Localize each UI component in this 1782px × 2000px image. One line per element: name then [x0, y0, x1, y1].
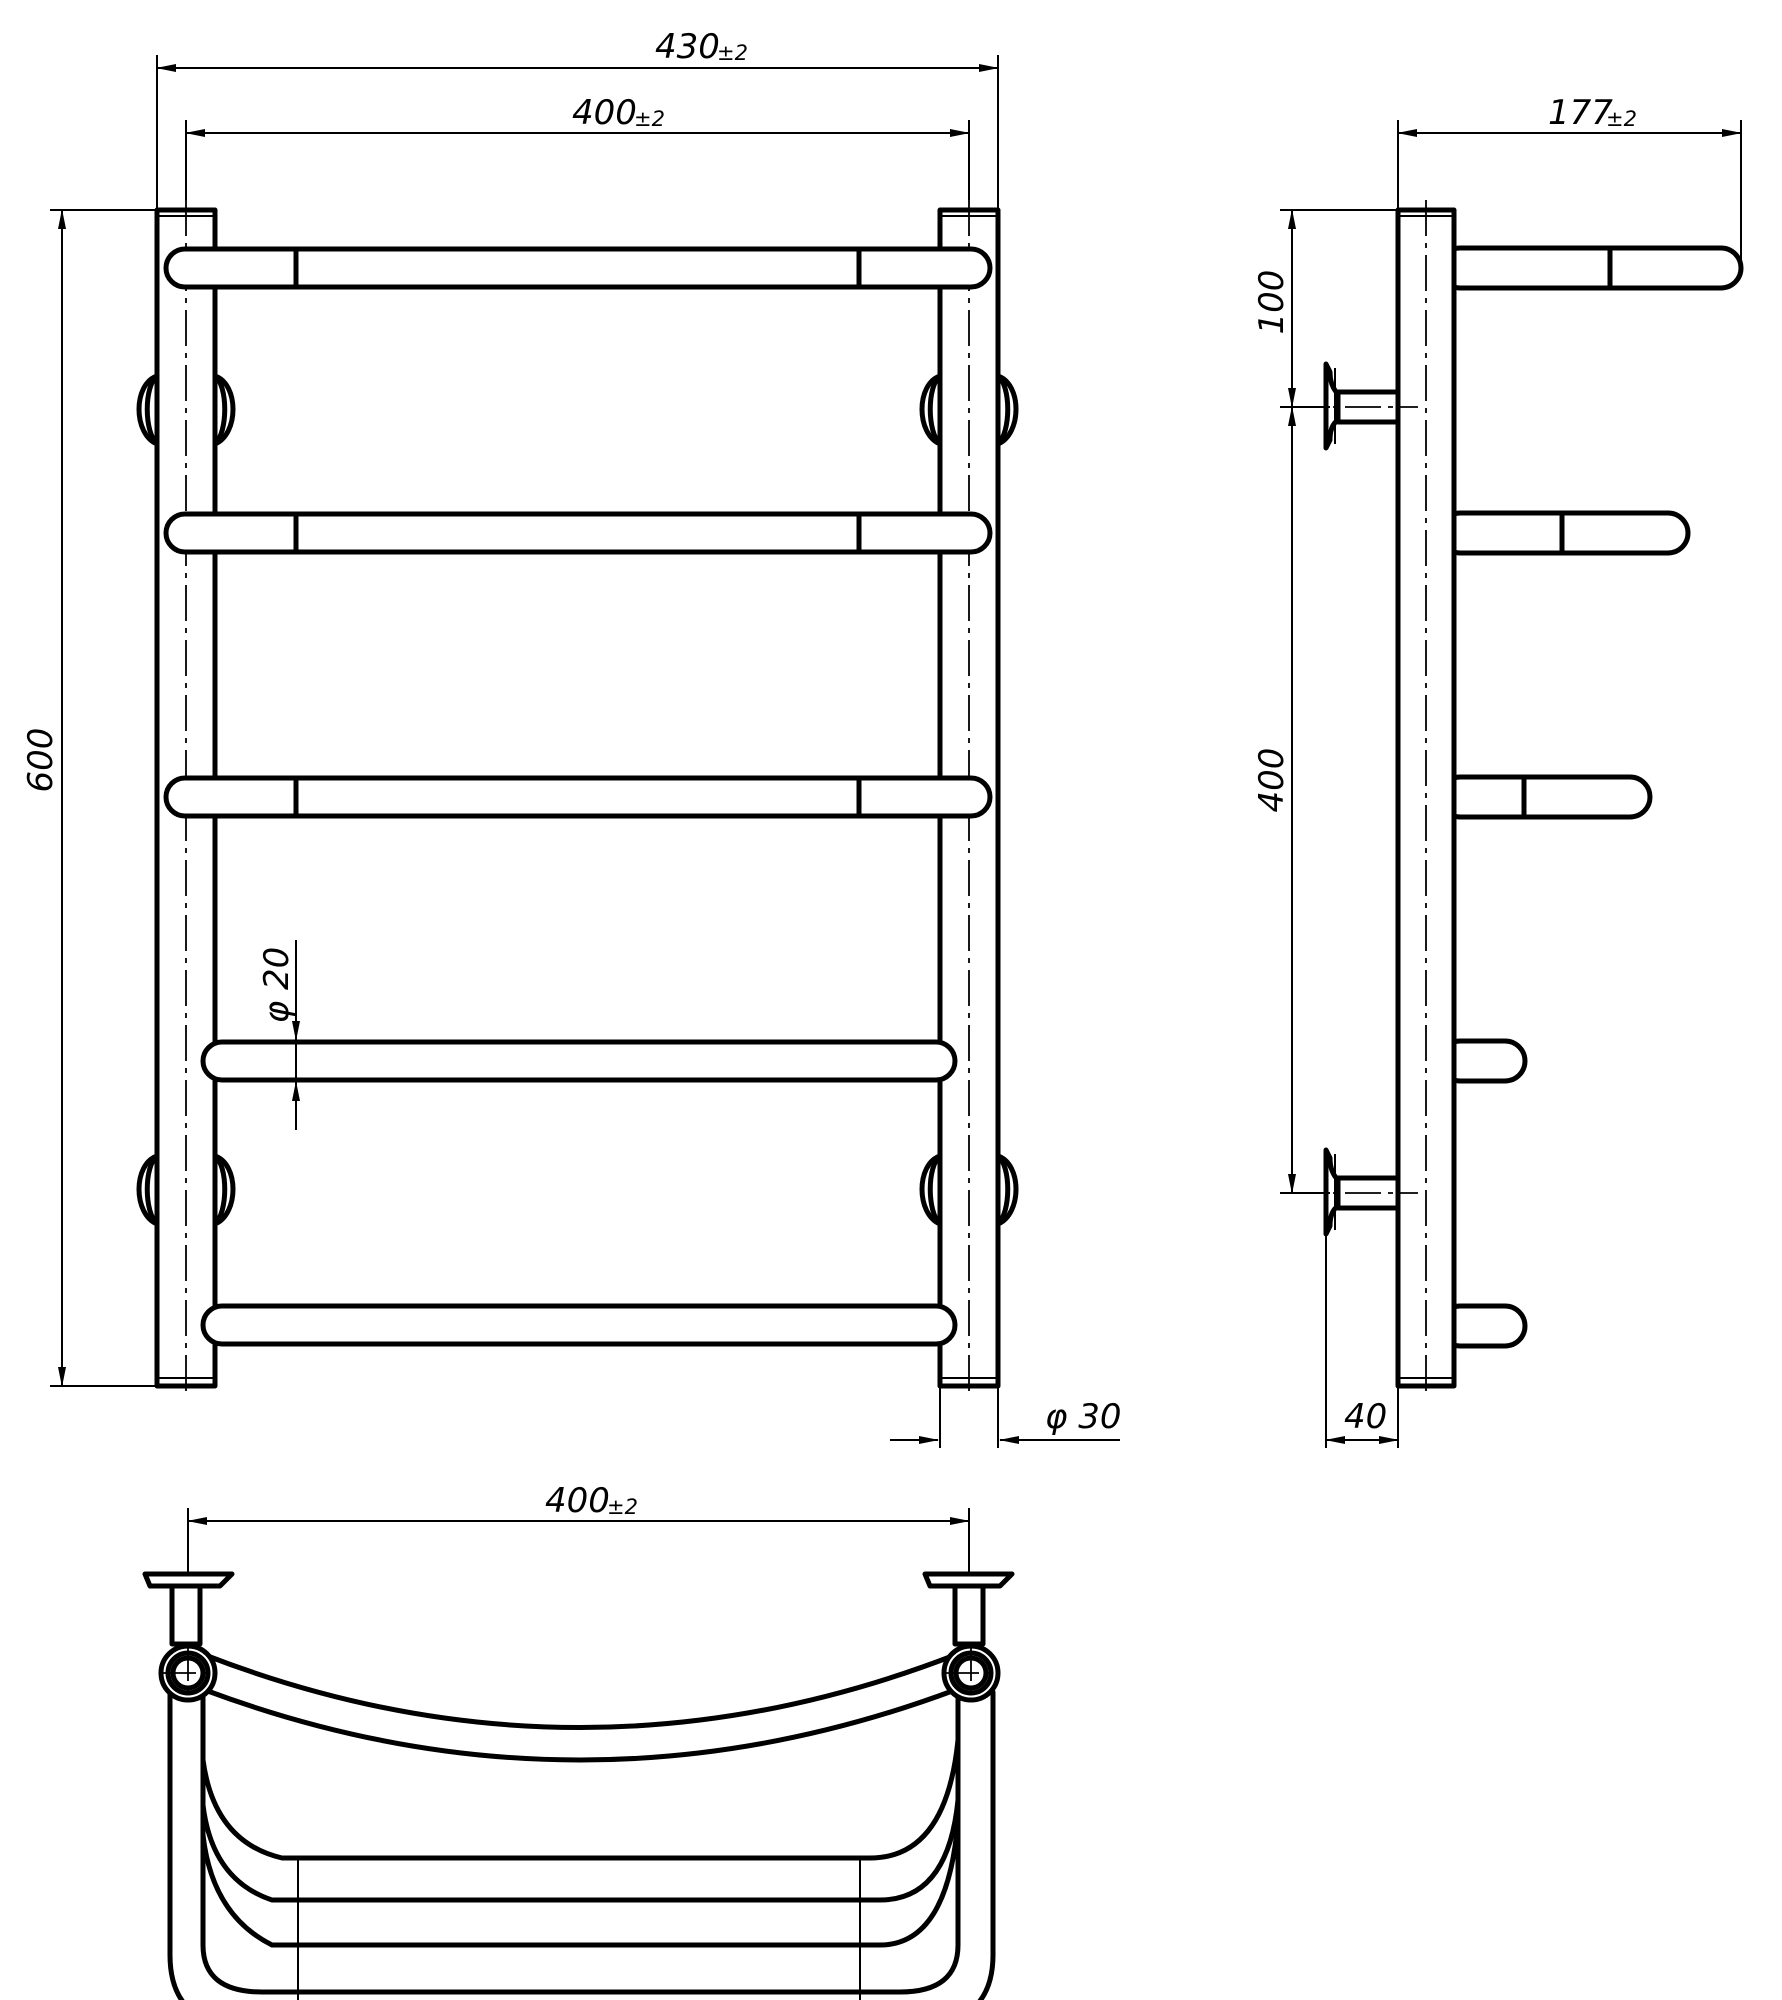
- rail-4: [200, 1039, 958, 1083]
- right-post-end: [941, 1643, 1001, 1703]
- dim-phi30-label: φ 30: [1045, 1397, 1122, 1437]
- right-top-mount: [919, 373, 943, 447]
- rail-5: [200, 1303, 958, 1347]
- dim-177-label: 177: [1548, 93, 1613, 133]
- dim-400-top-tolerance: ±2: [634, 107, 665, 131]
- dim-400-bottom-label: 400: [545, 1481, 610, 1521]
- rail-3: [163, 775, 993, 819]
- left-top-mount: [136, 373, 160, 447]
- right-wall-plate: [922, 1571, 1015, 1589]
- dim-100-label: 100: [1252, 270, 1292, 335]
- dim-430-label: 430: [655, 27, 720, 67]
- dim-phi20-label: φ 20: [257, 947, 297, 1024]
- dim-177-tolerance: ±2: [1606, 107, 1637, 131]
- side-rail-1: [1437, 245, 1744, 291]
- rail-2: [163, 511, 993, 555]
- dim-430-tolerance: ±2: [717, 41, 748, 65]
- left-post-end: [158, 1643, 218, 1703]
- left-wall-plate: [142, 1571, 235, 1589]
- top-arc-rail: [202, 1687, 958, 1763]
- dim-400-bottom-tolerance: ±2: [607, 1495, 638, 1519]
- dim-400-top-label: 400: [572, 93, 637, 133]
- u-rail-inner: [200, 1737, 961, 1861]
- bottom-view: 400 ±2: [142, 1481, 1015, 2000]
- rail-1: [163, 246, 993, 290]
- right-bottom-mount: [919, 1153, 943, 1227]
- side-bottom-bracket: [1290, 1147, 1418, 1237]
- u-rail-middle: [200, 1817, 961, 1948]
- left-bottom-mount: [136, 1153, 160, 1227]
- side-rail-3: [1437, 774, 1653, 820]
- dim-600-label: 600: [21, 728, 61, 793]
- dim-400-side-label: 400: [1252, 748, 1292, 813]
- side-view: 177 ±2 100 400 40: [1252, 93, 1744, 1448]
- u-rail-outer: [167, 1689, 996, 2000]
- dim-40-label: 40: [1344, 1397, 1387, 1437]
- front-view: 430 ±2 400 ±2 600 φ 20 φ 30: [21, 27, 1122, 1448]
